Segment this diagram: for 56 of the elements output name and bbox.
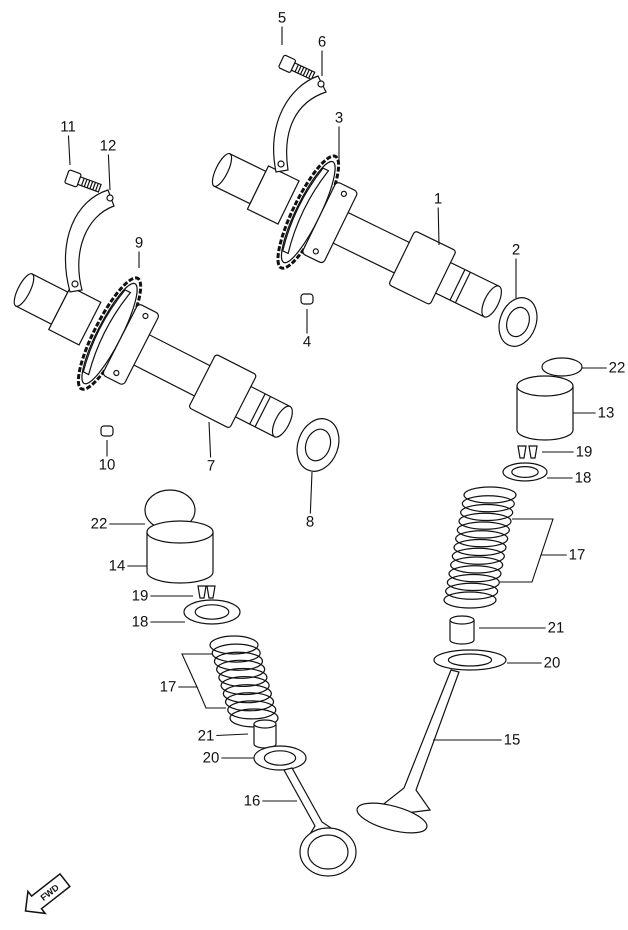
leader-line	[479, 627, 546, 629]
callout-number: 6	[316, 34, 328, 50]
callout-number: 8	[304, 514, 316, 530]
callout-number: 21	[196, 728, 216, 744]
callout-number: 1	[432, 192, 444, 206]
callout-number: 20	[202, 750, 220, 766]
callout-number: 11	[59, 120, 77, 134]
leader-line	[438, 207, 440, 246]
callout-number: 22	[608, 360, 626, 376]
leader-line	[178, 686, 226, 709]
callout-number: 19	[574, 444, 594, 460]
leader-line	[262, 800, 297, 802]
leader-line	[338, 126, 340, 160]
leader-line	[310, 472, 313, 514]
leader-line	[507, 662, 542, 664]
callout-number: 15	[502, 732, 522, 748]
callout-number: 18	[130, 614, 150, 630]
leader-line	[106, 440, 108, 456]
callout-number: 19	[130, 588, 150, 604]
leader-line	[542, 451, 574, 453]
leader-line	[127, 565, 147, 567]
callout-number: 3	[334, 110, 344, 126]
leader-line	[150, 595, 193, 597]
leader-line	[208, 422, 212, 458]
callout-number: 12	[98, 138, 118, 154]
callout-number: 18	[574, 470, 592, 486]
callout-number: 5	[276, 10, 288, 26]
leader-line	[582, 367, 607, 369]
leader-line	[68, 135, 71, 166]
callout-number: 4	[302, 334, 312, 350]
leader-line	[547, 477, 573, 479]
callout-number: 17	[568, 548, 586, 562]
leader-line	[138, 252, 140, 268]
callout-number: 22	[90, 516, 108, 532]
callout-number: 20	[542, 656, 562, 670]
callout-number: 16	[242, 794, 262, 808]
leader-line	[500, 554, 567, 583]
leader-line	[321, 50, 323, 76]
callout-number: 14	[108, 558, 126, 574]
callout-number: 21	[546, 620, 566, 636]
leader-line	[433, 739, 502, 741]
callout-number: 7	[206, 458, 216, 474]
callout-number: 13	[596, 406, 616, 420]
leader-line	[515, 258, 517, 298]
callout-number: 10	[98, 458, 116, 472]
leader-line	[281, 26, 283, 45]
callout-number: 17	[158, 680, 178, 694]
leader-line	[108, 154, 111, 190]
leader-line	[109, 523, 145, 525]
callout-number: 9	[134, 236, 144, 250]
leader-line	[150, 621, 185, 623]
callout-number: 2	[510, 242, 522, 258]
leader-line	[216, 733, 248, 736]
leader-line	[573, 412, 596, 414]
leader-line	[221, 757, 254, 759]
leader-line	[306, 309, 308, 334]
